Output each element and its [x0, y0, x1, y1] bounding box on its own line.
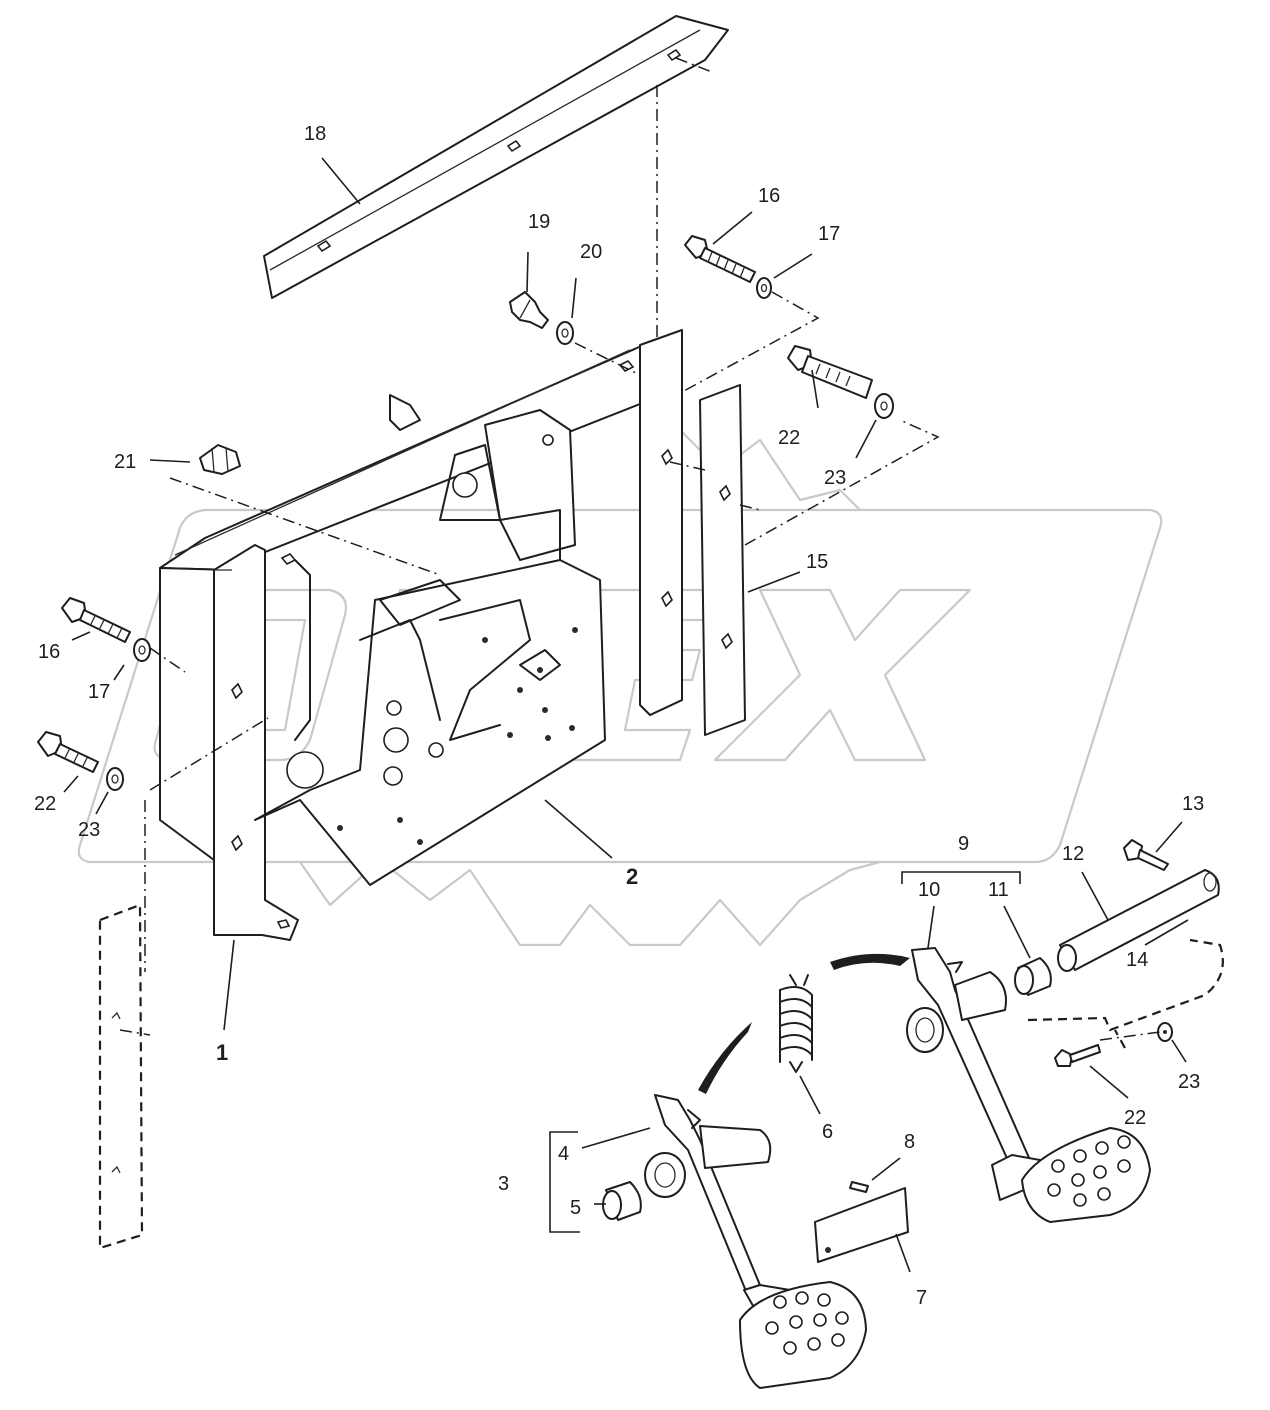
callout-9: 9 — [958, 833, 969, 855]
part-16-bolt-upper — [684, 235, 756, 283]
callout-14: 14 — [1126, 949, 1148, 971]
part-2-floor-plate — [254, 559, 606, 886]
part-13-bolt — [1123, 839, 1169, 871]
callout-6: 6 — [822, 1121, 833, 1143]
callout-20: 20 — [580, 241, 602, 263]
part-1-pedal-frame — [159, 329, 683, 941]
left-pedal-pad-holes — [765, 1291, 849, 1355]
callout-4: 4 — [558, 1143, 569, 1165]
callout-22-upper: 22 — [778, 427, 800, 449]
part-21-bolt — [199, 444, 241, 475]
callout-15: 15 — [806, 551, 828, 573]
part-6-spring — [779, 974, 813, 1073]
callout-10: 10 — [918, 879, 940, 901]
right-pedal-pad-holes — [1047, 1135, 1131, 1207]
callout-2: 2 — [626, 864, 638, 889]
part-5-bushing-left — [602, 1181, 642, 1221]
callout-23-left: 23 — [78, 819, 100, 841]
callout-8: 8 — [904, 1131, 915, 1153]
part-17-washer-upper — [756, 277, 772, 299]
part-7-plate — [814, 1187, 909, 1263]
part-22-bolt-left — [37, 731, 99, 773]
dash-line-16-upper — [681, 291, 820, 393]
part-18-top-strip — [263, 15, 729, 299]
part-23-washer-upper — [874, 393, 894, 419]
part-17-washer-left — [133, 638, 151, 662]
part-12-shaft — [1057, 869, 1220, 972]
part-15-side-strip — [699, 384, 746, 736]
callout-23-lower: 23 — [1178, 1071, 1200, 1093]
group-bracket-9 — [901, 871, 1021, 884]
part-8-pin — [849, 1181, 869, 1193]
callout-22-lower: 22 — [1124, 1107, 1146, 1129]
callout-19: 19 — [528, 211, 550, 233]
callout-labels: 18 19 20 16 17 21 22 23 15 16 17 22 23 2… — [34, 123, 1204, 1309]
callout-11: 11 — [988, 879, 1009, 901]
part-4-pedal-arm-left — [644, 1094, 867, 1389]
dashed-left-strip-holes — [111, 1011, 121, 1174]
callout-13: 13 — [1182, 793, 1204, 815]
arrow-spring-to-left-pedal — [698, 1022, 752, 1094]
callout-23-upper: 23 — [824, 467, 846, 489]
part-11-bushing — [1014, 957, 1052, 996]
callout-3: 3 — [498, 1173, 509, 1195]
leader-lines — [63, 157, 1189, 1273]
dash-line-15 — [669, 419, 940, 546]
part-23-washer-left — [106, 767, 124, 791]
callout-22-left: 22 — [34, 793, 56, 815]
arrow-spring-to-right-pedal — [830, 953, 910, 970]
part-19-bolt — [509, 291, 549, 329]
part-16-bolt-left — [61, 597, 131, 643]
dash-line-lower — [1099, 1031, 1161, 1041]
callout-1: 1 — [216, 1040, 228, 1065]
callout-21: 21 — [114, 451, 136, 473]
group-bracket-3 — [549, 1131, 580, 1233]
callout-18: 18 — [304, 123, 326, 145]
part-22-bolt-upper — [787, 345, 873, 399]
callout-17-left: 17 — [88, 681, 110, 703]
callout-17-upper: 17 — [818, 223, 840, 245]
callout-16-left: 16 — [38, 641, 60, 663]
callout-7: 7 — [916, 1287, 927, 1309]
callout-5: 5 — [570, 1197, 581, 1219]
callout-16-upper: 16 — [758, 185, 780, 207]
part-14-dashed-bracket — [1027, 938, 1224, 1049]
part-22-bolt-lower — [1054, 1044, 1101, 1067]
dashed-left-strip — [98, 903, 144, 1250]
part-23-washer-lower — [1157, 1022, 1173, 1042]
part-20-washer — [556, 321, 574, 345]
callout-12: 12 — [1062, 843, 1084, 865]
part-10-pedal-arm-right — [906, 947, 1151, 1223]
dash-line-18 — [656, 57, 713, 340]
